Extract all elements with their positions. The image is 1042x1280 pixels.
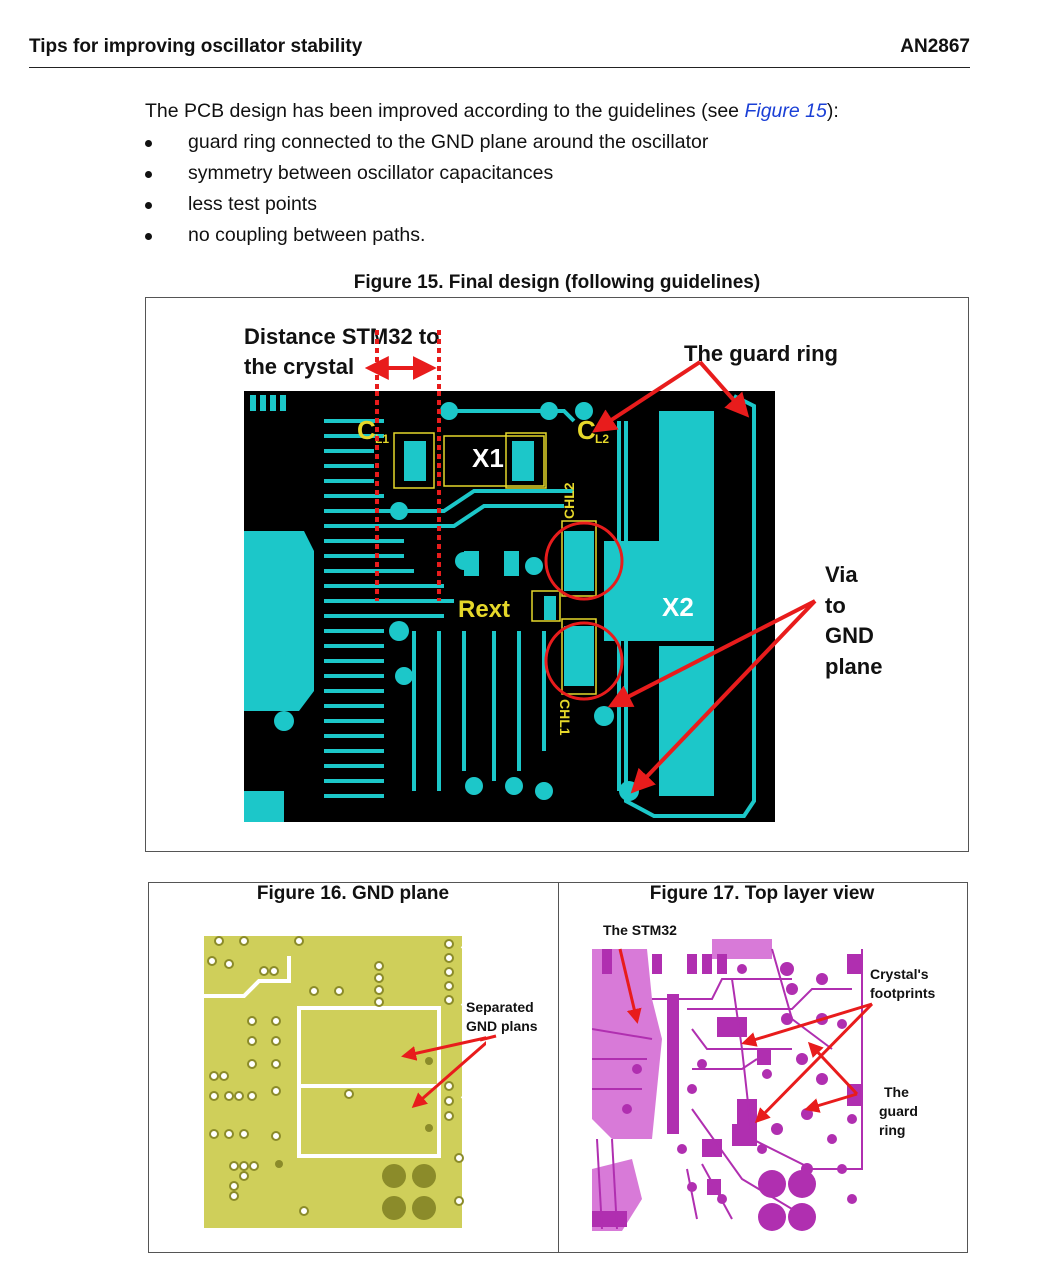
figure-15-frame <box>145 297 969 852</box>
cl2-sub-label: L2 <box>595 432 609 446</box>
list-item: guard ring connected to the GND plane ar… <box>145 131 708 162</box>
via-label-line1: Via <box>825 562 858 587</box>
bullet-icon <box>145 202 152 209</box>
list-item: symmetry between oscillator capacitances <box>145 162 708 193</box>
bullet-icon <box>145 171 152 178</box>
cl2-label: C <box>577 415 596 445</box>
distance-label-line1: Distance STM32 to <box>244 324 440 349</box>
list-item-text: no coupling between paths. <box>188 224 426 246</box>
guard-ring-label-line2: guard <box>879 1103 918 1119</box>
separated-gnd-arrow-stub <box>480 1034 497 1042</box>
figure-16-caption: Figure 16. GND plane <box>256 883 450 904</box>
list-item: no coupling between paths. <box>145 224 708 255</box>
top-layer-image <box>592 939 874 1231</box>
document-section-title: Tips for improving oscillator stability <box>29 36 363 57</box>
guideline-list: guard ring connected to the GND plane ar… <box>145 131 708 255</box>
figure-15-link[interactable]: Figure 15 <box>744 100 827 122</box>
list-item-text: less test points <box>188 193 317 215</box>
stm32-label: The STM32 <box>603 922 677 938</box>
pcb-layout-image: C L1 C L2 Rext CHL2 CHL1 X1 X2 <box>244 391 775 822</box>
separated-gnd-label-line2: GND plans <box>466 1018 538 1034</box>
intro-paragraph: The PCB design has been improved accordi… <box>145 100 839 123</box>
bullet-icon <box>145 233 152 240</box>
crystal-footprints-label-line1: Crystal's <box>870 966 929 982</box>
gnd-plane-image <box>204 936 486 1228</box>
bullet-icon <box>145 140 152 147</box>
cl1-label: C <box>357 415 376 445</box>
separated-gnd-label-line1: Separated <box>466 999 534 1015</box>
distance-label-line2: the crystal <box>244 354 355 379</box>
document-id: AN2867 <box>900 36 970 57</box>
header-rule <box>29 67 970 68</box>
via-label-line4: plane <box>825 654 883 679</box>
via-label-line3: GND <box>825 623 874 648</box>
crystal-footprints-label-line2: footprints <box>870 985 936 1001</box>
figures-16-17-frame <box>148 882 968 1253</box>
guard-ring-label: The guard ring <box>684 341 838 366</box>
guard-ring-label-line1: The <box>884 1084 909 1100</box>
intro-text-end: ): <box>826 100 839 122</box>
list-item-text: guard ring connected to the GND plane ar… <box>188 131 709 153</box>
figure-15-caption: Figure 15. Final design (following guide… <box>353 272 761 293</box>
figure-15-arrows <box>364 330 817 794</box>
cl1-sub-label: L1 <box>375 432 389 446</box>
list-item-text: symmetry between oscillator capacitances <box>188 162 554 184</box>
x1-label: X1 <box>472 443 504 473</box>
chl1-label: CHL1 <box>557 699 573 736</box>
intro-text: The PCB design has been improved accordi… <box>145 100 745 122</box>
list-item: less test points <box>145 193 708 224</box>
figure-17-caption: Figure 17. Top layer view <box>649 883 875 904</box>
rext-label: Rext <box>458 596 510 623</box>
x2-label: X2 <box>662 592 694 622</box>
via-label-line2: to <box>825 593 846 618</box>
chl2-label: CHL2 <box>561 482 577 519</box>
guard-ring-label-line3: ring <box>879 1122 906 1138</box>
